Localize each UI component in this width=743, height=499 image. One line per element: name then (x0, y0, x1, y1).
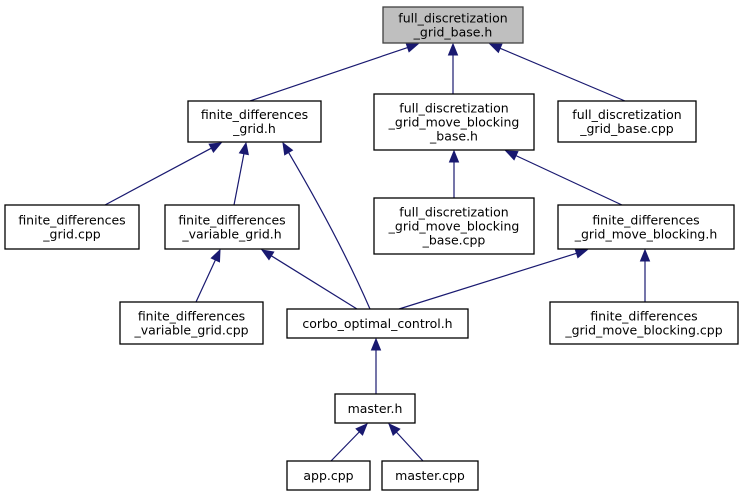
node-fdgmbb-h[interactable]: full_discretization_grid_move_blocking_b… (373, 93, 535, 151)
edge-line (499, 47, 626, 102)
node-label: _base.cpp (422, 233, 486, 248)
node-label: _grid.cpp (42, 227, 101, 242)
node-fdgmb-h[interactable]: finite_differences_grid_move_blocking.h (557, 204, 735, 250)
node-fdgmb-cpp[interactable]: finite_differences_grid_move_blocking.cp… (549, 301, 739, 345)
arrowhead-icon (260, 249, 275, 261)
node-label: master.cpp (395, 468, 465, 483)
node-label: _grid_base.h (413, 25, 493, 40)
arrowhead-icon (405, 42, 420, 53)
arrowhead-icon (488, 43, 503, 54)
node-fdgmbb-cpp[interactable]: full_discretization_grid_move_blocking_b… (373, 197, 535, 255)
edge-line (104, 147, 212, 206)
edge-corbo-to-fdvg_h (260, 249, 358, 310)
edge-line (515, 155, 623, 206)
edge-fdgmbb_h-to-root (447, 42, 459, 94)
node-box[interactable] (4, 204, 140, 250)
arrowhead-icon (447, 42, 459, 56)
arrowhead-icon (355, 423, 368, 436)
arrowhead-icon (574, 248, 589, 259)
node-fdvg-cpp[interactable]: finite_differences_variable_grid.cpp (119, 301, 264, 345)
node-master-cpp[interactable]: master.cpp (381, 460, 479, 491)
node-box[interactable] (286, 460, 371, 491)
node-fdg-h[interactable]: finite_differences_grid.h (187, 100, 322, 143)
node-label: _base.h (429, 129, 478, 144)
edges-layer (104, 42, 651, 462)
edge-master_cpp-to-master_h (388, 423, 424, 462)
node-fdvg-h[interactable]: finite_differences_variable_grid.h (164, 204, 300, 250)
node-box[interactable] (557, 204, 735, 250)
node-master-h[interactable]: master.h (334, 393, 416, 424)
node-label: _grid_move_blocking (388, 115, 520, 130)
node-label: _grid_move_blocking.cpp (564, 323, 722, 338)
edge-line (330, 431, 360, 462)
node-label: app.cpp (303, 468, 353, 483)
node-label: master.h (348, 401, 403, 416)
node-label: _grid.h (232, 121, 276, 136)
edge-line (195, 259, 216, 303)
edge-corbo-to-fdg_h (282, 141, 371, 310)
node-label: full_discretization (399, 205, 508, 220)
edge-fdg_h-to-root (249, 42, 420, 102)
edge-fdgmb_cpp-to-fdgmb_h (639, 248, 651, 302)
arrowhead-icon (210, 248, 221, 263)
node-label: full_discretization (398, 11, 507, 26)
arrowhead-icon (504, 150, 519, 161)
edge-fdgmb_h-to-fdgmbb_h (504, 150, 623, 206)
arrowhead-icon (238, 141, 249, 156)
node-box[interactable] (187, 100, 322, 143)
edge-line (398, 252, 577, 310)
edge-line (288, 152, 371, 310)
node-label: finite_differences (201, 107, 308, 122)
edge-line (271, 255, 358, 310)
node-label: finite_differences (138, 309, 245, 324)
edge-fdg_cpp-to-fdg_h (104, 142, 223, 206)
node-box[interactable] (373, 197, 535, 255)
node-label: corbo_optimal_control.h (302, 316, 452, 331)
edge-fdvg_h-to-fdg_h (233, 141, 249, 206)
node-label: _variable_grid.cpp (133, 323, 248, 338)
edge-app_cpp-to-master_h (330, 423, 368, 462)
node-box[interactable] (382, 6, 524, 44)
edge-fdvg_cpp-to-fdvg_h (195, 248, 221, 303)
edge-master_h-to-corbo (370, 337, 382, 394)
node-label: _variable_grid.h (181, 227, 281, 242)
edge-line (233, 153, 245, 206)
edge-line (396, 431, 424, 462)
node-label: finite_differences (590, 309, 697, 324)
nodes-layer: full_discretization_grid_base.hfinite_di… (4, 6, 739, 491)
node-label: finite_differences (592, 213, 699, 228)
arrowhead-icon (639, 248, 651, 262)
node-label: finite_differences (178, 213, 285, 228)
arrowhead-icon (282, 141, 294, 156)
node-corbo[interactable]: corbo_optimal_control.h (286, 308, 469, 339)
node-box[interactable] (381, 460, 479, 491)
edge-corbo-to-fdgmb_h (398, 248, 589, 310)
arrowhead-icon (208, 142, 223, 154)
node-box[interactable] (119, 301, 264, 345)
node-label: full_discretization (399, 101, 508, 116)
node-app-cpp[interactable]: app.cpp (286, 460, 371, 491)
node-box[interactable] (286, 308, 469, 339)
node-fdg-cpp[interactable]: finite_differences_grid.cpp (4, 204, 140, 250)
node-label: finite_differences (18, 213, 125, 228)
node-label: _grid_base.cpp (579, 121, 674, 136)
edge-fdgb_cpp-to-root (488, 43, 626, 102)
node-box[interactable] (334, 393, 416, 424)
edge-line (249, 46, 408, 102)
arrowhead-icon (370, 337, 382, 351)
edge-fdgmbb_cpp-to-fdgmbb_h (448, 149, 460, 198)
node-box[interactable] (549, 301, 739, 345)
arrowhead-icon (448, 149, 460, 163)
node-label: _grid_move_blocking.h (574, 227, 718, 242)
node-label: _grid_move_blocking (388, 219, 520, 234)
node-label: full_discretization (572, 107, 681, 122)
arrowhead-icon (388, 423, 401, 437)
node-box[interactable] (164, 204, 300, 250)
node-root[interactable]: full_discretization_grid_base.h (382, 6, 524, 44)
node-box[interactable] (557, 100, 697, 143)
node-fdgb-cpp[interactable]: full_discretization_grid_base.cpp (557, 100, 697, 143)
node-box[interactable] (373, 93, 535, 151)
